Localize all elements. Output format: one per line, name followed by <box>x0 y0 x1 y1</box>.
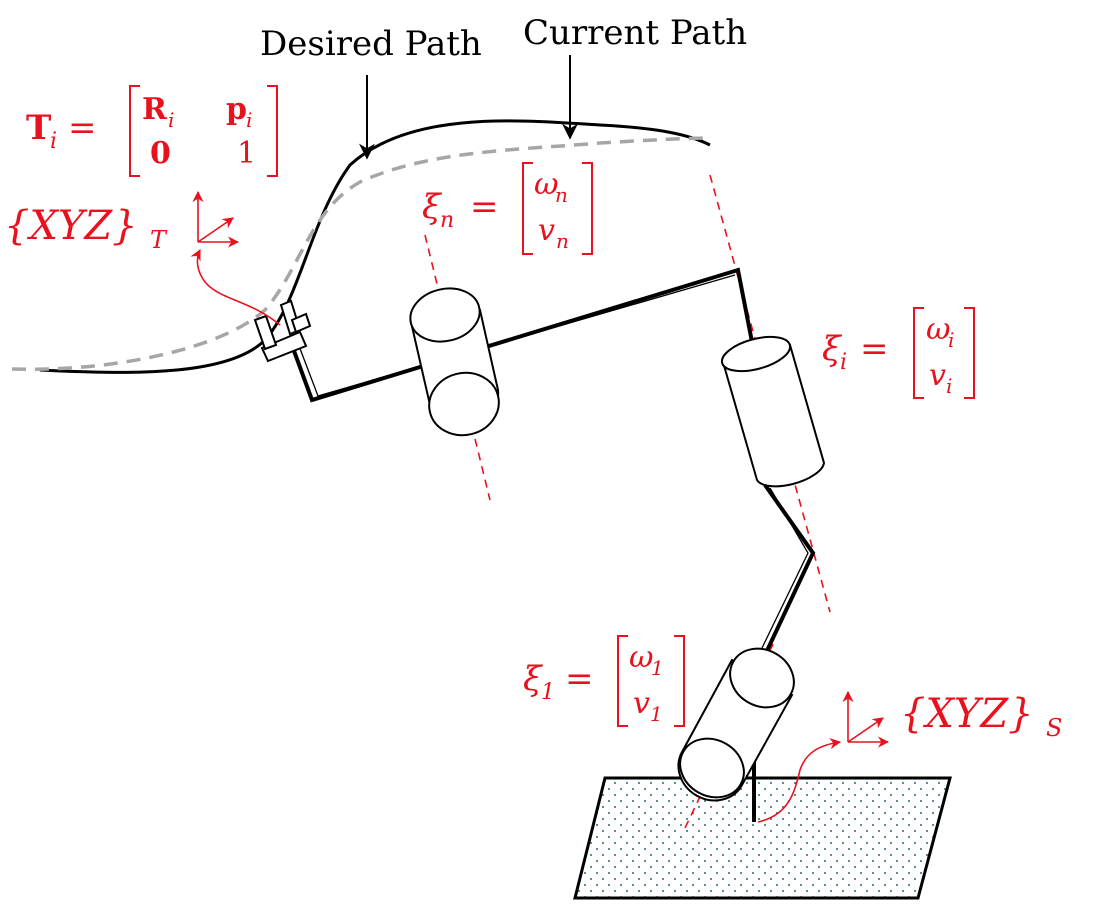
svg-text:i: i <box>246 108 252 132</box>
tool-frame-connector <box>190 248 281 326</box>
svg-text:ω: ω <box>534 167 558 202</box>
desired-path-label: Desired Path <box>260 24 482 64</box>
svg-text:T: T <box>26 108 51 148</box>
joint-1-cylinder <box>677 647 795 802</box>
twist-i-equation: ξ i = ω i v i <box>822 307 975 399</box>
joint-n-cylinder <box>409 287 500 437</box>
svg-text:p: p <box>226 92 247 127</box>
svg-text:R: R <box>142 92 168 127</box>
svg-text:{XYZ}: {XYZ} <box>4 203 138 249</box>
joint-n-axis <box>424 234 491 501</box>
svg-text:v: v <box>538 213 555 248</box>
current-path-label: Current Path <box>523 13 747 53</box>
svg-text:ξ: ξ <box>822 329 843 369</box>
current-path <box>11 136 711 372</box>
svg-text:1: 1 <box>650 702 663 726</box>
svg-text:i: i <box>50 129 57 154</box>
twist-n-equation: ξ n = ω n v n <box>422 162 593 255</box>
svg-text:i: i <box>840 350 847 375</box>
desired-path <box>39 119 711 374</box>
svg-text:i: i <box>168 108 174 132</box>
joint-i-cylinder <box>720 335 826 488</box>
svg-text:i: i <box>946 374 952 398</box>
svg-text:i: i <box>948 328 954 352</box>
ground-plate <box>573 776 952 900</box>
svg-text:T: T <box>150 226 168 254</box>
twist-1-equation: ξ 1 = ω 1 v 1 <box>523 635 685 727</box>
svg-text:0: 0 <box>150 136 171 171</box>
svg-text:=: = <box>860 329 889 369</box>
svg-text:ω: ω <box>629 640 653 675</box>
tool-pose-equation: T i = R i p i 0 1 <box>26 85 278 177</box>
svg-text:n: n <box>555 183 568 207</box>
space-frame-axes <box>757 690 890 823</box>
svg-text:n: n <box>556 229 569 253</box>
svg-text:1: 1 <box>237 136 256 171</box>
tool-frame-axes <box>190 190 281 326</box>
svg-text:ξ: ξ <box>523 659 544 699</box>
svg-text:1: 1 <box>541 680 555 705</box>
svg-text:v: v <box>929 358 946 393</box>
svg-text:n: n <box>440 208 454 233</box>
svg-text:v: v <box>633 686 650 721</box>
space-frame-connector <box>757 737 842 823</box>
svg-text:=: = <box>470 187 499 227</box>
svg-text:ξ: ξ <box>422 187 443 227</box>
svg-text:=: = <box>68 108 97 148</box>
tool-frame-label: {XYZ} T <box>4 203 168 254</box>
svg-text:ω: ω <box>926 312 950 347</box>
svg-text:{XYZ}: {XYZ} <box>900 691 1034 737</box>
svg-text:1: 1 <box>651 656 664 680</box>
space-frame-label: {XYZ} S <box>900 691 1062 742</box>
svg-text:=: = <box>565 659 594 699</box>
gripper <box>253 299 312 363</box>
svg-text:S: S <box>1046 714 1062 742</box>
